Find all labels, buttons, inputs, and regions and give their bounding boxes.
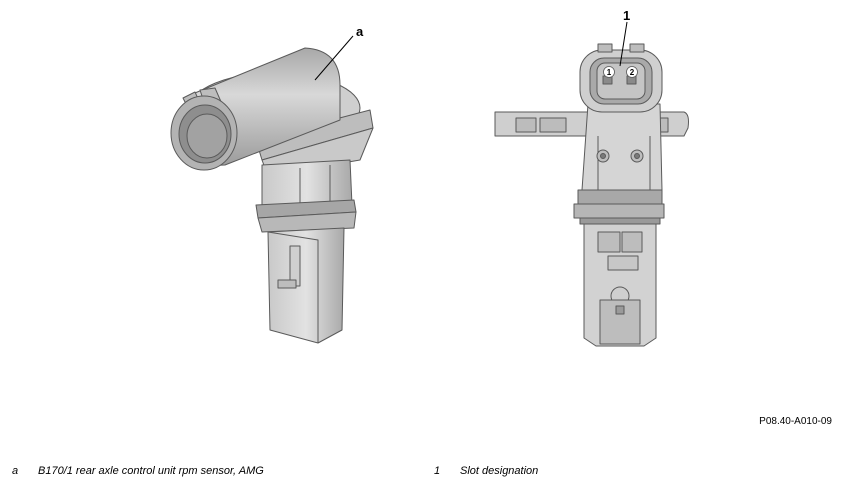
- pin-2-label: 2: [630, 68, 635, 77]
- legend-key: a: [12, 465, 19, 477]
- pin-1-marker: [603, 66, 615, 78]
- legend-text: Slot designation: [460, 465, 539, 477]
- pin-1-label: 1: [607, 68, 612, 77]
- callout-1: 1: [623, 8, 631, 23]
- pin-2-marker: [626, 66, 638, 78]
- callout-a: a: [356, 24, 364, 39]
- sensor-iso-view: [170, 35, 374, 344]
- legend-text: B170/1 rear axle control unit rpm sensor…: [38, 465, 264, 477]
- legend-key: 1: [434, 465, 441, 477]
- sensor-front-view: [494, 21, 689, 347]
- figure-code: P08.40-A010-09: [759, 416, 832, 427]
